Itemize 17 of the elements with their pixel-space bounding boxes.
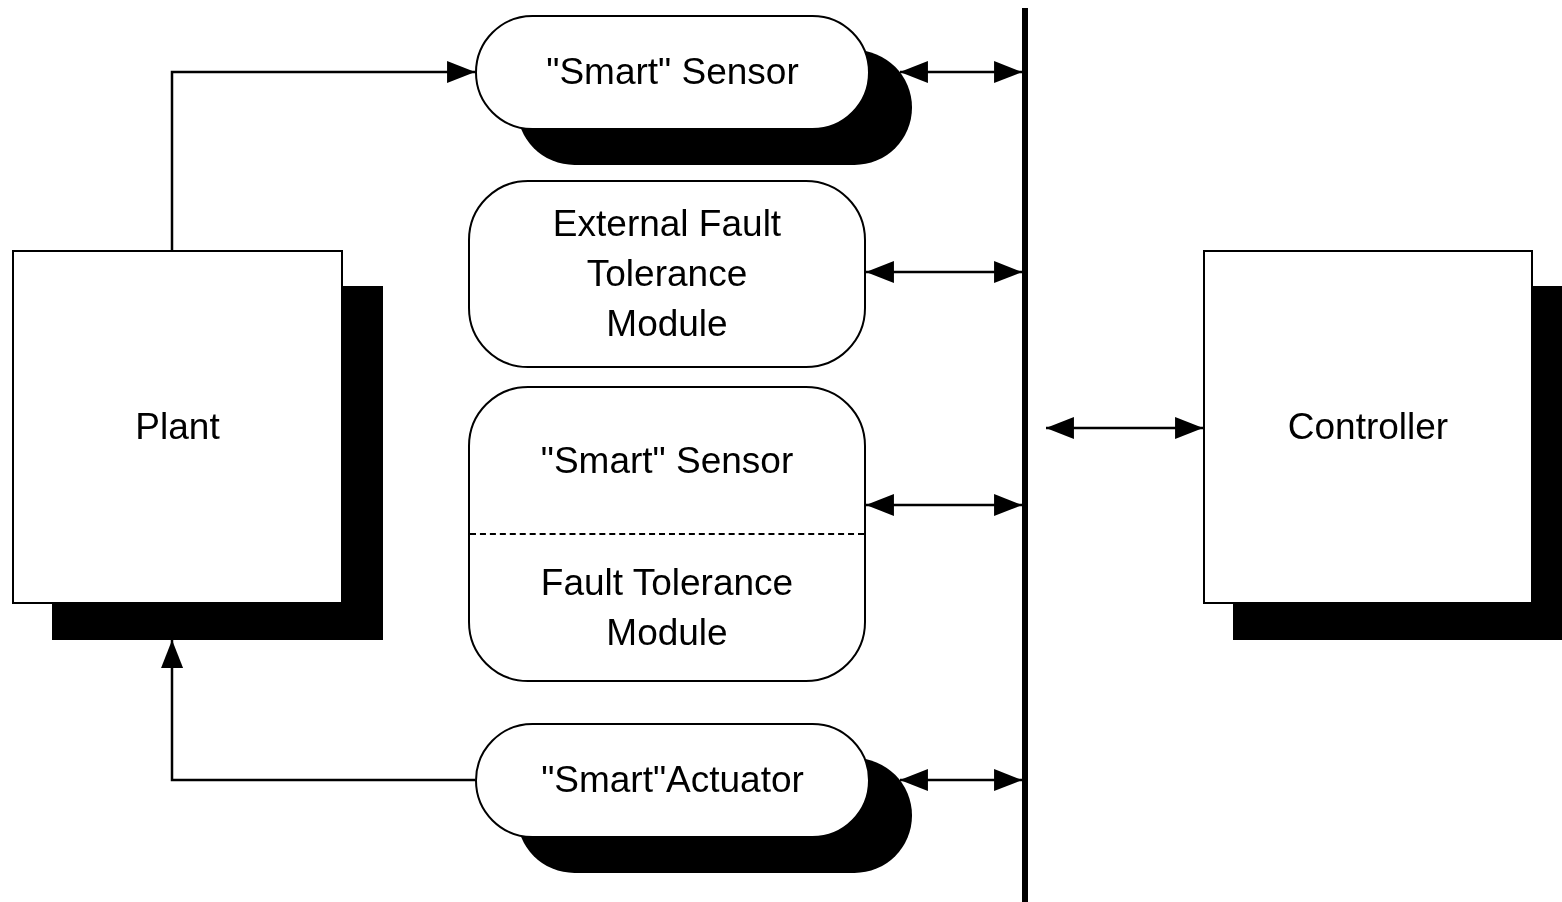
arrow bbox=[865, 260, 1023, 284]
bus-bar bbox=[1022, 8, 1028, 902]
arrow bbox=[865, 493, 1023, 517]
module-box bbox=[468, 180, 866, 368]
arrow bbox=[899, 60, 1023, 84]
node-label: Controller bbox=[1287, 404, 1449, 449]
node-label: "Smart" Sensor bbox=[546, 50, 799, 95]
node-label: External Fault Tolerance Module bbox=[552, 202, 782, 346]
arrow bbox=[1045, 416, 1204, 440]
module-box bbox=[468, 386, 866, 682]
node-label: Fault Tolerance Module bbox=[539, 560, 795, 655]
arrow bbox=[899, 768, 1023, 792]
node-label: "Smart"Actuator bbox=[541, 758, 804, 803]
node-label: "Smart" Sensor bbox=[539, 438, 795, 483]
arrow bbox=[161, 639, 475, 782]
arrow bbox=[170, 61, 476, 250]
node-label: Plant bbox=[135, 404, 220, 449]
